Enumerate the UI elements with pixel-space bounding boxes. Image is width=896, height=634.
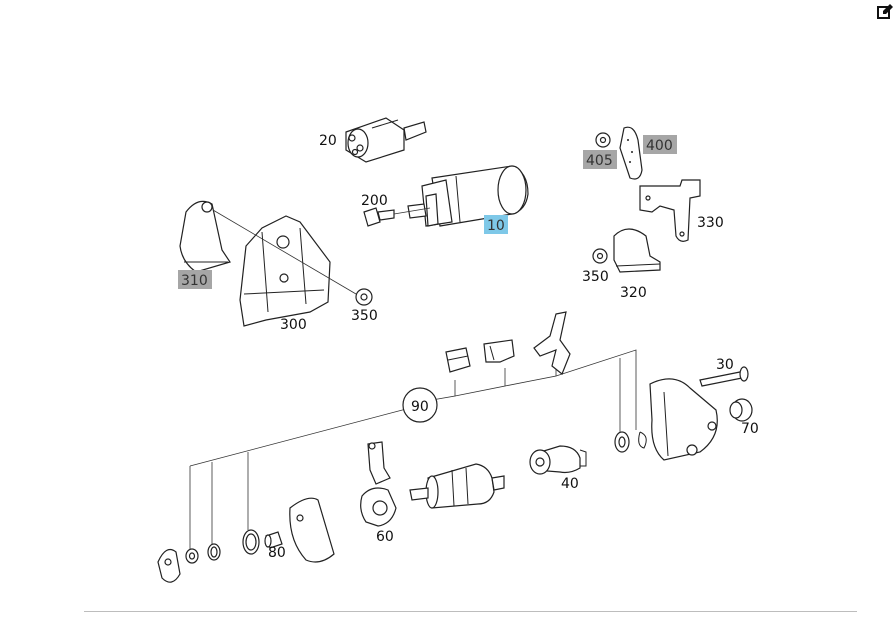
label-80[interactable]: 80	[268, 545, 286, 561]
svg-text:400: 400	[646, 138, 673, 154]
part-40-drive-pinion[interactable]	[529, 445, 587, 475]
svg-text:200: 200	[361, 193, 388, 209]
label-400[interactable]: 400	[643, 135, 677, 154]
part-90-callout[interactable]	[402, 387, 438, 423]
label-10[interactable]: 10	[484, 215, 508, 234]
fork-lever[interactable]	[533, 311, 571, 375]
washer-small[interactable]	[185, 548, 199, 564]
ring-washer[interactable]	[614, 431, 630, 453]
bottom-divider	[84, 611, 857, 612]
edit-icon[interactable]	[876, 3, 894, 21]
armature[interactable]	[409, 463, 505, 509]
label-330[interactable]: 330	[697, 215, 724, 231]
svg-text:300: 300	[280, 317, 307, 333]
label-310[interactable]: 310	[178, 270, 212, 289]
svg-text:10: 10	[487, 218, 505, 234]
label-60[interactable]: 60	[376, 529, 394, 545]
part-70-bushing[interactable]	[729, 398, 753, 422]
brush-holder-a[interactable]	[445, 347, 471, 373]
svg-text:350: 350	[582, 269, 609, 285]
snap-ring-small[interactable]	[207, 543, 221, 561]
drive-end-housing[interactable]	[649, 378, 718, 461]
label-405[interactable]: 405	[583, 150, 617, 169]
svg-text:350: 350	[351, 308, 378, 324]
part-10-starter-motor[interactable]	[407, 165, 529, 227]
svg-text:330: 330	[697, 215, 724, 231]
part-20-solenoid[interactable]	[345, 117, 427, 163]
brush-holder-b[interactable]	[483, 339, 515, 363]
label-320[interactable]: 320	[620, 285, 647, 301]
part-90-leader-lines	[189, 349, 637, 550]
svg-text:310: 310	[181, 273, 208, 289]
part-200-bolt[interactable]	[363, 207, 431, 227]
label-350-right[interactable]: 350	[582, 269, 609, 285]
svg-text:40: 40	[561, 476, 579, 492]
label-90[interactable]: 90	[411, 399, 429, 415]
svg-text:20: 20	[319, 133, 337, 149]
part-300-heat-shield[interactable]	[239, 215, 331, 327]
label-70[interactable]: 70	[741, 421, 759, 437]
svg-text:60: 60	[376, 529, 394, 545]
svg-text:405: 405	[586, 153, 613, 169]
svg-text:90: 90	[411, 399, 429, 415]
label-30[interactable]: 30	[716, 357, 734, 373]
part-80-bushing[interactable]	[264, 531, 283, 549]
part-30-bolt[interactable]	[699, 366, 749, 387]
label-20[interactable]: 20	[319, 133, 337, 149]
label-300[interactable]: 300	[280, 317, 307, 333]
part-350-nut-left[interactable]	[212, 209, 373, 306]
label-350-left[interactable]: 350	[351, 308, 378, 324]
snap-ring[interactable]	[638, 431, 647, 449]
commutator-end-cover[interactable]	[289, 497, 335, 563]
part-350-nut-right[interactable]	[592, 248, 608, 264]
part-330-bracket[interactable]	[639, 179, 701, 242]
label-40[interactable]: 40	[561, 476, 579, 492]
svg-text:30: 30	[716, 357, 734, 373]
part-400-plate[interactable]	[619, 126, 643, 180]
part-405-nut[interactable]	[595, 132, 611, 148]
label-200[interactable]: 200	[361, 193, 388, 209]
part-310-heat-shield[interactable]	[179, 200, 231, 273]
end-cap-plate[interactable]	[157, 549, 181, 583]
svg-text:70: 70	[741, 421, 759, 437]
part-60-brush-plate[interactable]	[360, 441, 397, 527]
svg-text:80: 80	[268, 545, 286, 561]
svg-text:320: 320	[620, 285, 647, 301]
o-ring-large[interactable]	[242, 529, 260, 555]
part-320-heat-shield[interactable]	[613, 228, 661, 273]
